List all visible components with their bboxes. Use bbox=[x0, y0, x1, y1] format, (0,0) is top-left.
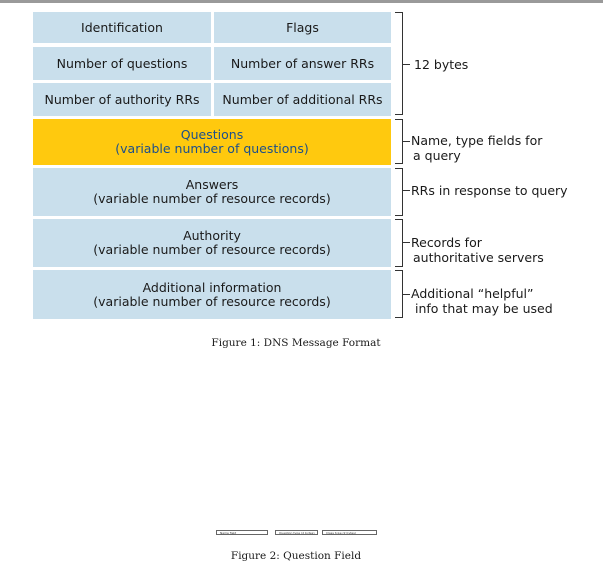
additional-annotation-line-2: info that may be used bbox=[415, 301, 553, 316]
answers-title: Answers bbox=[185, 177, 239, 192]
authority-section: Authority (variable number of resource r… bbox=[33, 219, 391, 267]
flags-field: Flags bbox=[214, 12, 391, 43]
authority-subtitle: (variable number of resource records) bbox=[93, 242, 331, 257]
num-additional-rrs-label: Number of additional RRs bbox=[222, 91, 383, 107]
answers-section: Answers (variable number of resource rec… bbox=[33, 168, 391, 216]
additional-section: Additional information (variable number … bbox=[33, 270, 391, 319]
questions-bracket-tick bbox=[403, 141, 410, 142]
answers-bracket bbox=[395, 168, 403, 216]
answers-annotation-line-1: RRs in response to query bbox=[411, 183, 568, 198]
header-annotation-line-1: 12 bytes bbox=[414, 57, 469, 72]
name-field-box: Name field bbox=[216, 530, 268, 535]
identification-field: Identification bbox=[33, 12, 211, 43]
questions-title: Questions bbox=[180, 127, 244, 142]
questions-subtitle: (variable number of questions) bbox=[115, 141, 309, 156]
num-authority-rrs-field: Number of authority RRs bbox=[33, 83, 211, 116]
additional-bracket bbox=[395, 270, 403, 318]
questions-section: Questions (variable number of questions) bbox=[33, 119, 391, 165]
additional-subtitle: (variable number of resource records) bbox=[93, 293, 331, 309]
additional-bracket-tick bbox=[403, 294, 410, 295]
questions-annotation-line-2: a query bbox=[413, 148, 461, 163]
additional-title: Additional information bbox=[142, 279, 282, 295]
authority-bracket-tick bbox=[403, 242, 410, 243]
num-answer-rrs-field: Number of answer RRs bbox=[214, 47, 391, 80]
num-authority-rrs-label: Number of authority RRs bbox=[44, 91, 200, 107]
question-type-label: Question type (2 bytes) bbox=[279, 531, 315, 535]
header-bracket-tick bbox=[403, 64, 410, 65]
authority-annotation-line-1: Records for bbox=[411, 235, 482, 250]
authority-bracket bbox=[395, 219, 403, 267]
authority-annotation: Records for authoritative servers bbox=[411, 235, 544, 265]
additional-annotation: Additional “helpful” info that may be us… bbox=[411, 286, 553, 316]
name-field-label: Name field bbox=[220, 531, 237, 535]
answers-subtitle: (variable number of resource records) bbox=[93, 191, 331, 206]
header-annotation: 12 bytes bbox=[414, 57, 468, 72]
num-answer-rrs-label: Number of answer RRs bbox=[230, 55, 375, 71]
num-additional-rrs-field: Number of additional RRs bbox=[214, 83, 391, 116]
questions-bracket bbox=[395, 119, 403, 164]
authority-title: Authority bbox=[183, 228, 241, 243]
answers-annotation: RRs in response to query bbox=[411, 183, 568, 198]
figure-2-caption: Figure 2: Question Field bbox=[230, 550, 362, 562]
class-type-label: Class type (2 bytes) bbox=[326, 531, 356, 535]
questions-annotation-line-1: Name, type fields for bbox=[411, 133, 543, 148]
figure-1-caption: Figure 1: DNS Message Format bbox=[211, 337, 381, 349]
question-type-box: Question type (2 bytes) bbox=[275, 530, 318, 535]
answers-bracket-tick bbox=[403, 190, 410, 191]
authority-annotation-line-2: authoritative servers bbox=[413, 250, 544, 265]
additional-annotation-line-1: Additional “helpful” bbox=[411, 286, 534, 301]
flags-label: Flags bbox=[286, 19, 319, 35]
identification-label: Identification bbox=[81, 19, 163, 35]
header-bracket bbox=[395, 12, 403, 115]
num-questions-field: Number of questions bbox=[33, 47, 211, 80]
top-border bbox=[0, 0, 603, 3]
questions-annotation: Name, type fields for a query bbox=[411, 133, 542, 163]
num-questions-label: Number of questions bbox=[56, 55, 188, 71]
class-type-box: Class type (2 bytes) bbox=[322, 530, 377, 535]
